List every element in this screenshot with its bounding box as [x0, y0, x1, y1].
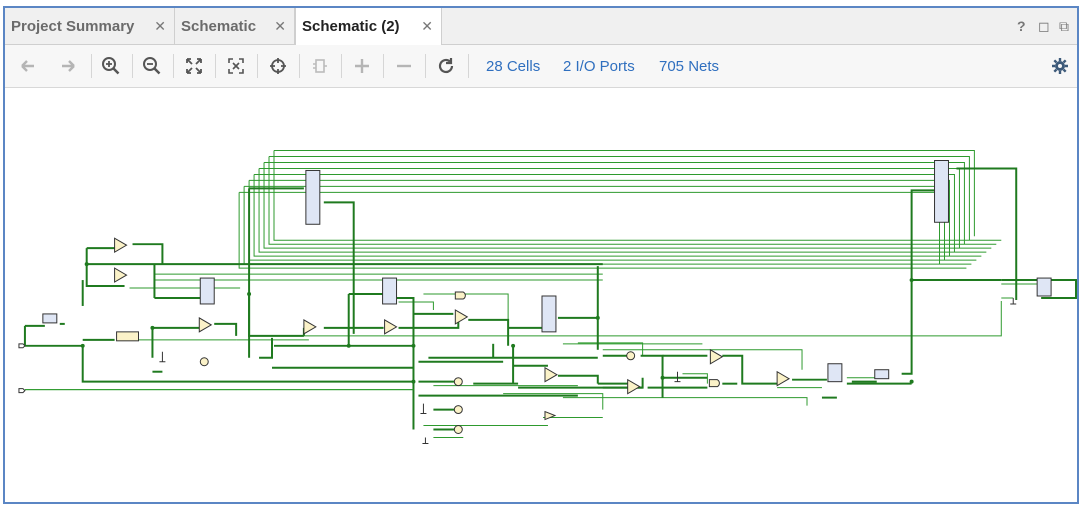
- toolbar-divider: [132, 54, 133, 78]
- ground-symbols: [159, 297, 1017, 444]
- tab-label: Project Summary: [11, 17, 135, 35]
- and-gate[interactable]: [454, 291, 466, 300]
- cell-block[interactable]: [199, 277, 215, 305]
- back-icon[interactable]: [15, 53, 41, 79]
- zoom-in-icon[interactable]: [98, 53, 124, 79]
- and-gate[interactable]: [708, 379, 720, 388]
- toolbar-divider: [425, 54, 426, 78]
- nets-count-link[interactable]: 705 Nets: [659, 58, 720, 75]
- tab-bar: Project Summary ✕ Schematic ✕ Schematic …: [5, 8, 1077, 45]
- tab-label: Schematic (2): [302, 18, 400, 35]
- fit-selection-icon[interactable]: [223, 53, 249, 79]
- cell-block[interactable]: [827, 363, 843, 383]
- io-ports-count-link[interactable]: 2 I/O Ports: [563, 58, 635, 75]
- close-icon[interactable]: ✕: [154, 18, 166, 34]
- forward-icon[interactable]: [55, 53, 81, 79]
- toolbar-divider: [173, 54, 174, 78]
- mux-gate[interactable]: [454, 309, 469, 325]
- toolbar-divider: [91, 54, 92, 78]
- toolbar-divider: [257, 54, 258, 78]
- collapse-icon[interactable]: [307, 53, 333, 79]
- cell-block[interactable]: [382, 277, 398, 305]
- cell-block[interactable]: [305, 169, 321, 225]
- zoom-out-icon[interactable]: [139, 53, 165, 79]
- input-port-icon[interactable]: [18, 388, 26, 394]
- tab-project-summary[interactable]: Project Summary ✕: [5, 8, 175, 44]
- gates: [114, 237, 791, 434]
- tab-schematic-2[interactable]: Schematic (2) ✕: [295, 8, 442, 45]
- buffer-cell[interactable]: [116, 331, 139, 342]
- remove-icon[interactable]: [391, 53, 417, 79]
- cells: [42, 160, 1052, 383]
- buffer-gate[interactable]: [544, 410, 557, 421]
- port-symbols: [18, 343, 414, 394]
- mux-gate[interactable]: [384, 319, 398, 335]
- mux-gate[interactable]: [776, 370, 791, 387]
- cell-block[interactable]: [42, 313, 58, 324]
- zoom-fit-icon[interactable]: [181, 53, 207, 79]
- cell-block[interactable]: [874, 369, 890, 380]
- close-icon[interactable]: ✕: [274, 18, 286, 34]
- mux-gate[interactable]: [114, 267, 128, 283]
- cell-block[interactable]: [934, 160, 949, 223]
- mux-gate[interactable]: [709, 348, 724, 365]
- float-icon[interactable]: ⧉: [1059, 18, 1069, 34]
- cell-block[interactable]: [541, 295, 557, 333]
- schematic-canvas[interactable]: [5, 88, 1077, 502]
- cells-count-link[interactable]: 28 Cells: [486, 58, 541, 75]
- expand-icon[interactable]: [349, 53, 375, 79]
- toolbar-divider: [468, 54, 469, 78]
- mux-gate[interactable]: [544, 366, 558, 383]
- tab-schematic[interactable]: Schematic ✕: [175, 8, 295, 44]
- inverter-gate[interactable]: [453, 425, 463, 434]
- mux-gate[interactable]: [198, 317, 213, 333]
- refresh-icon[interactable]: [433, 53, 459, 79]
- input-port-icon[interactable]: [18, 343, 26, 349]
- schematic-window: Project Summary ✕ Schematic ✕ Schematic …: [3, 6, 1079, 504]
- inverter-gate[interactable]: [453, 405, 463, 415]
- inverter-gate[interactable]: [626, 351, 636, 361]
- inverter-gate[interactable]: [199, 357, 209, 367]
- toolbar-divider: [341, 54, 342, 78]
- toolbar-divider: [215, 54, 216, 78]
- toolbar-divider: [383, 54, 384, 78]
- close-icon[interactable]: ✕: [421, 18, 433, 34]
- cell-block[interactable]: [1036, 277, 1052, 297]
- inverter-gate[interactable]: [453, 377, 463, 387]
- restore-icon[interactable]: ◻: [1038, 18, 1050, 34]
- mux-gate[interactable]: [627, 378, 641, 395]
- toolbar: 28 Cells 2 I/O Ports 705 Nets: [5, 45, 1077, 88]
- help-icon[interactable]: ?: [1017, 18, 1026, 34]
- junctions: [80, 262, 914, 384]
- tab-label: Schematic: [181, 17, 257, 35]
- thin-wires: [24, 150, 1042, 438]
- bold-wires: [23, 167, 1077, 431]
- mux-gate[interactable]: [303, 319, 317, 335]
- gear-icon[interactable]: [1047, 53, 1073, 79]
- toolbar-divider: [299, 54, 300, 78]
- mux-gate[interactable]: [114, 237, 128, 254]
- center-icon[interactable]: [265, 53, 291, 79]
